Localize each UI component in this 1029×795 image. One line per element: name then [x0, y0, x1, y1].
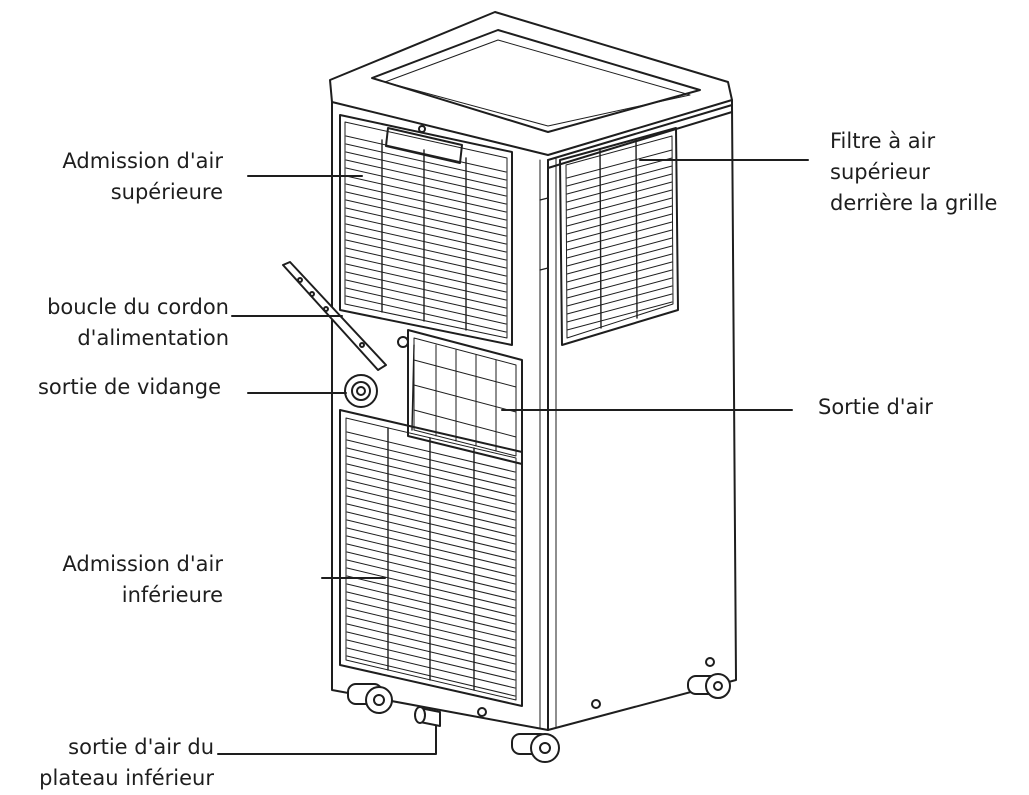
label-line: d'alimentation: [77, 326, 229, 350]
leader-lines: [217, 159, 809, 755]
screw: [705, 657, 715, 667]
upper-intake-grille: [339, 114, 513, 346]
label-line: sortie de vidange: [37, 375, 221, 399]
side-latch: [539, 197, 549, 271]
label-power-cord-buckle: boucle du cordon d'alimentation: [47, 292, 229, 354]
label-line: inférieure: [121, 583, 223, 607]
label-line: supérieur: [830, 160, 930, 184]
caster-wheels: [347, 673, 731, 763]
label-line: Filtre à air: [830, 129, 936, 153]
label-upper-air-intake: Admission d'air supérieure: [62, 146, 223, 208]
label-line: supérieure: [110, 180, 223, 204]
label-air-outlet: Sortie d'air: [818, 392, 933, 423]
label-lower-air-intake: Admission d'air inférieure: [62, 549, 223, 611]
unit-body: [331, 104, 737, 731]
drain-outlet: [344, 374, 378, 408]
label-line: Admission d'air: [62, 149, 223, 173]
screw: [591, 699, 601, 709]
label-upper-air-filter: Filtre à air supérieur derrière la grill…: [830, 126, 997, 219]
label-line: boucle du cordon: [47, 295, 229, 319]
label-line: Sortie d'air: [818, 395, 933, 419]
label-line: sortie d'air du: [68, 735, 214, 759]
lower-intake-grille: [339, 409, 523, 707]
side-filter-grille: [559, 127, 679, 346]
label-drain-outlet: sortie de vidange: [38, 372, 221, 403]
label-line: derrière la grille: [830, 191, 998, 215]
label-line: Admission d'air: [62, 552, 223, 576]
screw: [477, 707, 487, 717]
bottom-tray-outlet: [414, 706, 441, 727]
label-line: plateau inférieur: [39, 766, 214, 790]
label-bottom-tray-air-outlet: sortie d'air du plateau inférieur: [39, 732, 214, 794]
